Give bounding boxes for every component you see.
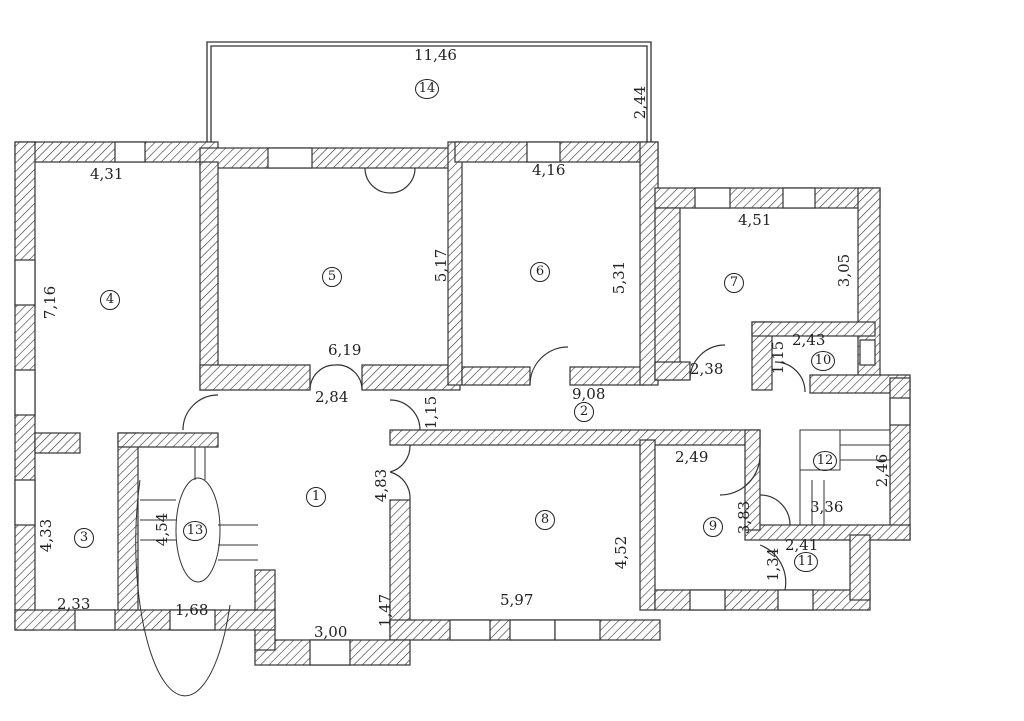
dim-r4-width: 4,31 (90, 165, 124, 183)
dim-corridor-a: 2,38 (690, 360, 724, 378)
room-number-14: 14 (415, 79, 439, 99)
dim-r10-width: 2,43 (792, 331, 826, 349)
room-number-6: 6 (530, 262, 550, 282)
dim-hall-length: 4,83 (372, 468, 391, 503)
dim-r11-length: 1,34 (764, 547, 783, 582)
dim-r6-length: 5,31 (610, 260, 629, 295)
terrace (206, 41, 652, 148)
dim-r5-width: 6,19 (328, 341, 362, 359)
dim-terrace-width: 11,46 (414, 46, 457, 64)
room-number-3: 3 (74, 528, 94, 548)
dim-r8-width: 5,97 (500, 591, 534, 609)
stairs (135, 429, 891, 697)
dim-r13-width: 1,68 (175, 601, 209, 619)
dim-r11-width: 2,41 (785, 536, 819, 554)
dim-r12-width: 3,36 (810, 498, 844, 516)
windows (14, 141, 911, 666)
dim-terrace-depth: 2,44 (631, 85, 650, 120)
dim-r9-width: 2,49 (675, 448, 709, 466)
room-number-9: 9 (703, 517, 723, 537)
dim-r5-length: 5,17 (432, 248, 451, 283)
dim-r4-length: 7,16 (41, 285, 60, 320)
room-number-10: 10 (811, 351, 835, 371)
dim-hall-top: 2,84 (315, 388, 349, 406)
dim-corridor-length: 9,08 (572, 385, 606, 403)
dim-hall-side: 1,47 (376, 593, 395, 628)
dim-r7-width: 4,51 (738, 211, 772, 229)
dim-r9-length: 3,83 (735, 500, 754, 535)
doors (182, 167, 806, 591)
room-number-5: 5 (322, 267, 342, 287)
dim-r10-length: 1,15 (769, 340, 788, 375)
walls (14, 141, 911, 666)
room-number-8: 8 (535, 510, 555, 530)
dim-r6-width: 4,16 (532, 161, 566, 179)
dim-hall-bottom: 3,00 (314, 623, 348, 641)
dim-r7-length: 3,05 (835, 253, 854, 288)
dim-corridor-b: 1,15 (422, 395, 441, 430)
dim-r12-length: 2,46 (873, 453, 892, 488)
dim-r13-length: 4,54 (153, 512, 172, 547)
room-number-4: 4 (100, 290, 120, 310)
room-number-12: 12 (813, 451, 837, 471)
dim-r3-length: 4,33 (37, 518, 56, 553)
dim-r8-length: 4,52 (612, 535, 631, 570)
room-number-13: 13 (183, 521, 207, 541)
room-number-7: 7 (724, 273, 744, 293)
room-number-2: 2 (574, 402, 594, 422)
room-number-1: 1 (306, 487, 326, 507)
dim-r3-width: 2,33 (57, 595, 91, 613)
room-number-11: 11 (794, 552, 818, 572)
